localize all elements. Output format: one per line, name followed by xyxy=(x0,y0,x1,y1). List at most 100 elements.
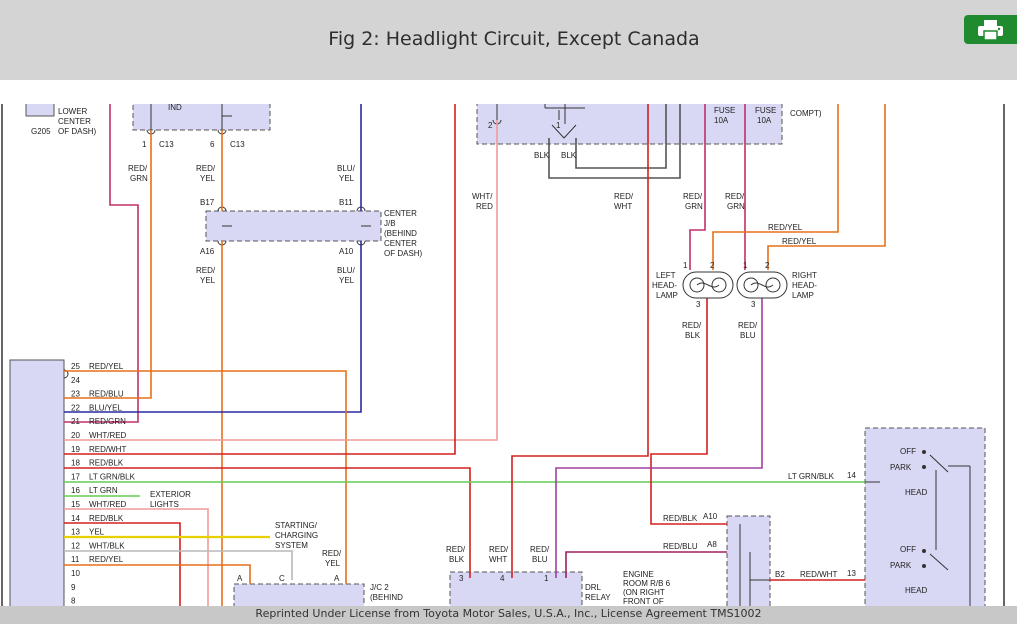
svg-text:14: 14 xyxy=(847,471,856,480)
svg-text:YEL: YEL xyxy=(339,174,355,183)
left-headlamp-label: LEFT xyxy=(656,271,676,280)
exterior-lights-label: EXTERIOR xyxy=(150,490,191,499)
center-jb-label: CENTER xyxy=(384,209,417,218)
right-headlamp xyxy=(736,271,788,299)
svg-text:3: 3 xyxy=(751,300,756,309)
left-headlamp xyxy=(682,271,734,299)
pin-number-13: 13 xyxy=(71,528,80,537)
wire-blk-relay-2 xyxy=(575,104,667,169)
ind-box xyxy=(132,104,271,131)
svg-text:C13: C13 xyxy=(230,140,245,149)
pin-wire-14: RED/BLK xyxy=(89,514,124,523)
wire-red-blu-23 xyxy=(64,130,152,399)
svg-text:ROOM R/B 6: ROOM R/B 6 xyxy=(623,579,671,588)
pin-wire-15: WHT/RED xyxy=(89,500,127,509)
svg-text:(ON RIGHT: (ON RIGHT xyxy=(623,588,665,597)
svg-text:RED/: RED/ xyxy=(738,321,758,330)
ind-label: IND xyxy=(168,104,182,112)
engine-room-rb-box xyxy=(726,515,771,606)
svg-text:RELAY: RELAY xyxy=(585,593,611,602)
pin-number-23: 23 xyxy=(71,390,80,399)
svg-text:BLK: BLK xyxy=(685,331,701,340)
center-jb-box xyxy=(205,210,382,242)
wire-red-yel-lh xyxy=(712,104,839,270)
svg-text:10A: 10A xyxy=(714,116,729,125)
pin-wire-16: LT GRN xyxy=(89,486,118,495)
svg-text:3: 3 xyxy=(696,300,701,309)
svg-text:C: C xyxy=(279,574,285,583)
svg-text:G205: G205 xyxy=(31,127,51,136)
svg-text:RED/: RED/ xyxy=(196,164,216,173)
bcm-box xyxy=(9,359,65,606)
svg-text:B17: B17 xyxy=(200,198,215,207)
svg-text:RED/: RED/ xyxy=(614,192,634,201)
svg-text:RED/YEL: RED/YEL xyxy=(768,223,803,232)
svg-text:BLU: BLU xyxy=(740,331,756,340)
pin-wire-23: RED/BLU xyxy=(89,390,124,399)
svg-text:RED: RED xyxy=(476,202,493,211)
title-bar: Fig 2: Headlight Circuit, Except Canada xyxy=(0,0,1017,80)
fuse1-label: FUSE xyxy=(714,106,735,115)
svg-text:LAMP: LAMP xyxy=(656,291,678,300)
wire-red-wht-drl xyxy=(511,104,649,578)
wiring-diagram: LOWER CENTER OF DASH) G205 IND CENTER J/… xyxy=(1,104,1005,606)
svg-text:RED/BLU: RED/BLU xyxy=(663,542,698,551)
jc2-label: J/C 2 xyxy=(370,583,389,592)
svg-text:J/B: J/B xyxy=(384,219,396,228)
svg-text:3: 3 xyxy=(459,574,464,583)
svg-text:BLK: BLK xyxy=(534,151,550,160)
svg-text:HEAD: HEAD xyxy=(905,586,927,595)
svg-text:BLK: BLK xyxy=(449,555,465,564)
svg-text:RED/: RED/ xyxy=(446,545,466,554)
pin-wire-25: RED/YEL xyxy=(89,362,124,371)
footer: Reprinted Under License from Toyota Moto… xyxy=(0,606,1017,624)
wire-blu-yel-22 xyxy=(64,241,362,413)
pin-number-10: 10 xyxy=(71,569,80,578)
svg-text:LIGHTS: LIGHTS xyxy=(150,500,179,509)
pin-number-20: 20 xyxy=(71,431,80,440)
g205-box xyxy=(25,104,55,117)
jc2-box xyxy=(233,583,365,606)
wire-wht-red-15 xyxy=(64,508,209,606)
pin-number-14: 14 xyxy=(71,514,80,523)
pin-wire-21: RED/GRN xyxy=(89,417,126,426)
svg-text:B2: B2 xyxy=(775,570,785,579)
wire-red-grn-21 xyxy=(64,104,139,423)
svg-text:RED/: RED/ xyxy=(725,192,745,201)
pin-number-18: 18 xyxy=(71,459,80,468)
svg-text:WHT: WHT xyxy=(614,202,632,211)
wire-red-blu-a8 xyxy=(565,551,727,578)
svg-text:CENTER: CENTER xyxy=(384,239,417,248)
page-title: Fig 2: Headlight Circuit, Except Canada xyxy=(328,28,700,50)
pin-wire-12: WHT/BLK xyxy=(89,541,125,550)
drl-relay-label: DRL xyxy=(585,583,602,592)
pin-number-8: 8 xyxy=(71,597,76,606)
switch-box xyxy=(864,427,986,606)
svg-text:FRONT OF: FRONT OF xyxy=(623,597,664,606)
wire-red-blu-rh xyxy=(555,298,763,578)
svg-text:HEAD: HEAD xyxy=(905,488,927,497)
svg-text:PARK: PARK xyxy=(890,463,912,472)
svg-text:2: 2 xyxy=(488,121,493,130)
wire-red-blk-lh xyxy=(650,298,727,525)
pin-number-9: 9 xyxy=(71,583,76,592)
wire-wht-red-20 xyxy=(64,120,498,441)
pin-number-24: 24 xyxy=(71,376,80,385)
svg-text:A16: A16 xyxy=(200,247,215,256)
svg-text:OF DASH): OF DASH) xyxy=(58,127,97,136)
drl-relay-box xyxy=(449,571,583,606)
pin-number-22: 22 xyxy=(71,403,80,412)
relay-box xyxy=(476,104,783,145)
switch-bottom-off: OFF xyxy=(900,545,916,554)
svg-text:1: 1 xyxy=(544,574,549,583)
print-button[interactable] xyxy=(964,15,1017,44)
svg-text:1: 1 xyxy=(743,261,748,270)
license-text: Reprinted Under License from Toyota Moto… xyxy=(255,607,762,620)
engine-room-rb-label: ENGINE xyxy=(623,570,654,579)
svg-text:YEL: YEL xyxy=(200,276,216,285)
svg-text:HEAD-: HEAD- xyxy=(792,281,817,290)
svg-text:YEL: YEL xyxy=(200,174,216,183)
svg-text:OF DASH): OF DASH) xyxy=(384,249,423,258)
pin-wire-18: RED/BLK xyxy=(89,459,124,468)
svg-text:A8: A8 xyxy=(707,540,717,549)
